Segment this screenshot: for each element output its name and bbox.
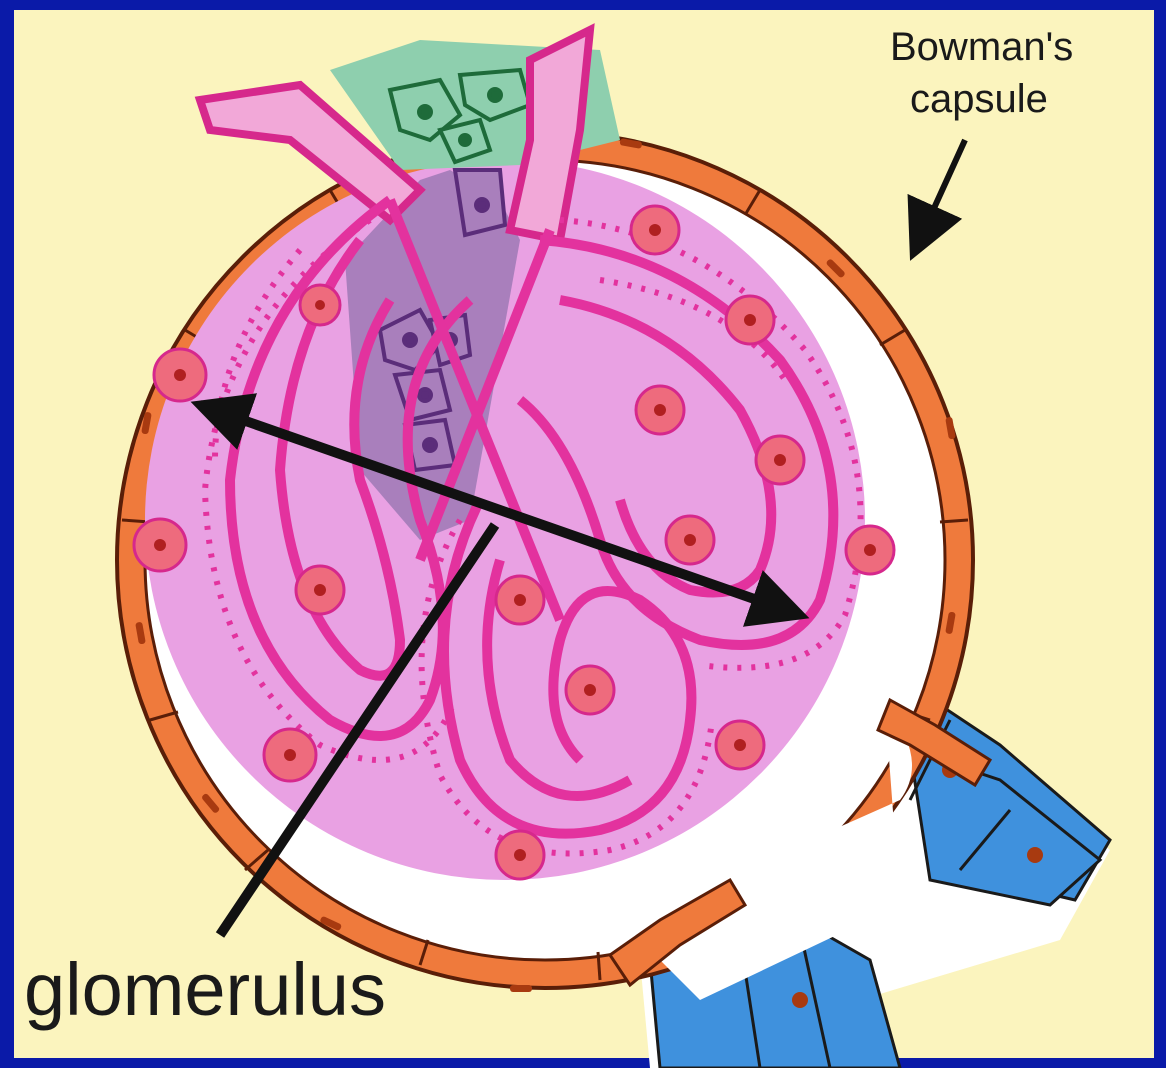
- label-bowmans-capsule-line1: Bowman's: [890, 25, 1073, 69]
- label-glomerulus: glomerulus: [24, 948, 386, 1031]
- label-bowmans-capsule-line2: capsule: [910, 77, 1048, 121]
